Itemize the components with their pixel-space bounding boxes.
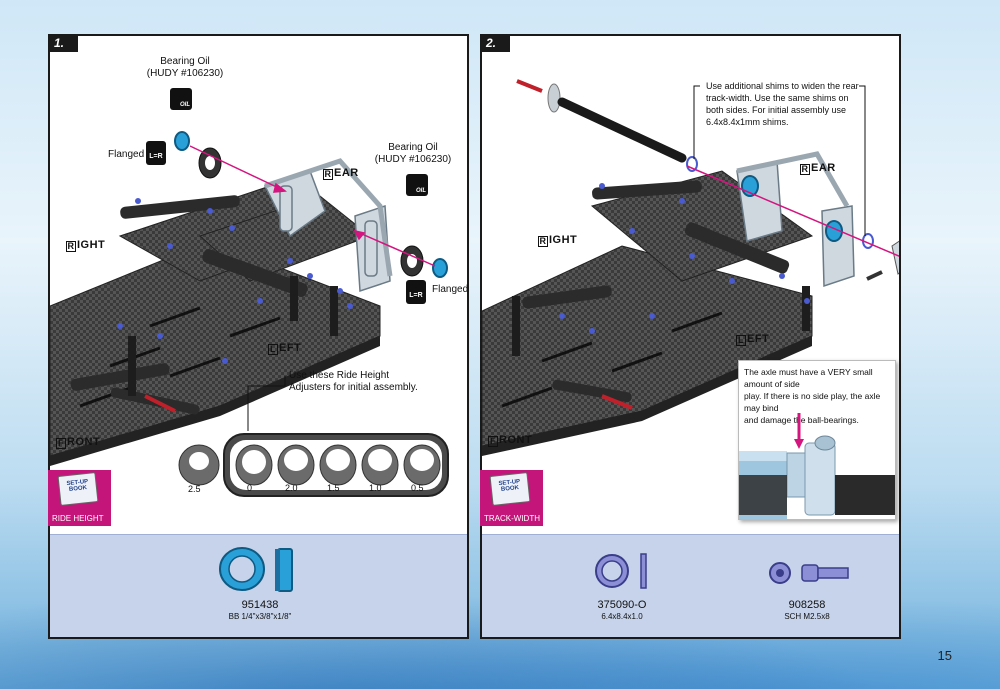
parts-strip: 375090-O 6.4x8.4x1.0 908258 SCH M2.5x8	[482, 534, 899, 637]
step-number: 1.	[48, 34, 78, 52]
shim-note: track-width. Use the same shims on	[706, 93, 849, 103]
ride-height-adjusters-illustration	[178, 433, 449, 497]
step-2-panel: 2.	[480, 34, 901, 639]
ride-height-note: Use these Ride Height	[289, 370, 390, 381]
ride-height-adjuster-value: 2.0	[285, 483, 298, 493]
screw-part-icon	[769, 562, 849, 584]
page-number: 15	[937, 648, 952, 663]
part-375090-O: 375090-O 6.4x8.4x1.0	[567, 599, 677, 621]
axle-note: and damage the ball-bearings.	[744, 415, 859, 425]
lr-same-icon: L=R	[146, 141, 166, 165]
part-code: 375090-O	[597, 599, 647, 611]
ride-height-adjuster-value: 0	[247, 483, 253, 493]
oil-icon-text: OIL	[416, 188, 426, 194]
bearing-part-icon	[219, 547, 293, 592]
rear-axle-illustration	[482, 79, 899, 456]
oil-icon: OIL	[406, 174, 428, 196]
ride-height-note: Adjusters for initial assembly.	[289, 382, 418, 393]
axle-note: play. If there is no side play, the axle…	[744, 391, 881, 413]
chassis-rear-illustration	[50, 131, 448, 466]
ride-height-adjuster-value: 2.5	[188, 484, 201, 494]
ride-height-adjuster-value: 0.5	[411, 483, 424, 493]
part-code: 908258	[788, 599, 826, 611]
hudy-code-label: (HUDY #106230)	[146, 68, 224, 79]
oil-icon: OIL	[170, 88, 192, 110]
ride-height-adjuster-value: 1.0	[369, 483, 382, 493]
part-description: SCH M2.5x8	[784, 612, 830, 621]
flanged-label: Flanged	[432, 284, 469, 295]
axle-note: The axle must have a VERY small amount o…	[744, 367, 873, 389]
setup-book-ride-height-badge[interactable]: SET-UP BOOK RIDE HEIGHT	[48, 470, 111, 526]
step-1-panel: 1.	[48, 34, 469, 639]
setup-book-icon: SET-UP BOOK	[57, 472, 99, 506]
shim-note: Use additional shims to widen the rear	[706, 81, 859, 91]
parts-strip: 951438 BB 1/4"x3/8"x1/8"	[50, 534, 467, 637]
shim-part-icon	[595, 553, 647, 589]
axle-detail-illustration	[739, 413, 895, 519]
axle-side-play-detail: The axle must have a VERY small amount o…	[738, 360, 896, 520]
oil-icon-text: OIL	[180, 102, 190, 108]
shim-note: 6.4x8.4x1mm shims.	[706, 117, 789, 127]
bearing-oil-label: Bearing Oil	[388, 142, 438, 153]
part-code: 951438	[241, 599, 279, 611]
badge-label: RIDE HEIGHT	[52, 514, 104, 523]
setup-book-track-width-badge[interactable]: SET-UP BOOK TRACK-WIDTH	[480, 470, 543, 526]
ride-height-adjuster-value: 1.5	[327, 483, 340, 493]
lr-same-icon: L=R	[406, 280, 426, 304]
part-description: BB 1/4"x3/8"x1/8"	[228, 612, 292, 621]
flanged-label: Flanged	[108, 149, 145, 160]
part-951438: 951438 BB 1/4"x3/8"x1/8"	[200, 599, 320, 621]
part-908258: 908258 SCH M2.5x8	[747, 599, 867, 621]
step-number: 2.	[480, 34, 510, 52]
badge-label: TRACK-WIDTH	[484, 514, 540, 523]
shim-note: both sides. For initial assembly use	[706, 105, 847, 115]
bearing-oil-label: Bearing Oil	[160, 56, 210, 67]
setup-book-icon: SET-UP BOOK	[489, 472, 531, 506]
hudy-code-label: (HUDY #106230)	[374, 154, 452, 165]
part-description: 6.4x8.4x1.0	[601, 612, 643, 621]
